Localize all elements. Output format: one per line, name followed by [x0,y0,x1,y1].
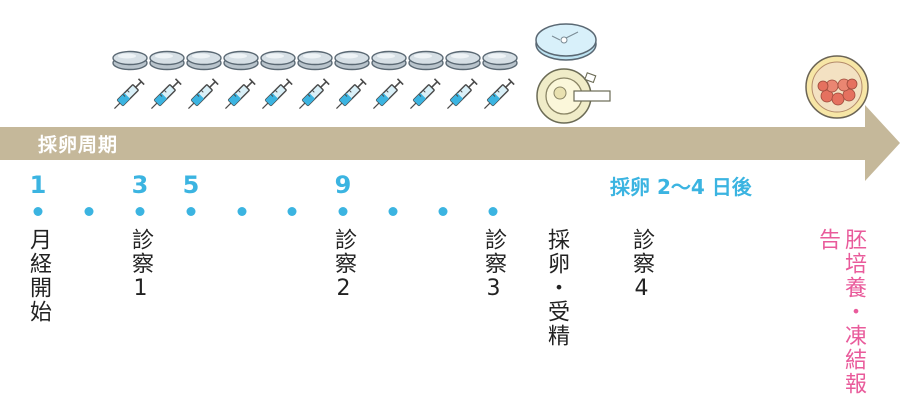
syringe-icon [443,78,478,113]
dish-icon [371,50,407,71]
dish-icon [260,50,296,71]
egg-retrieval-icon [536,68,611,124]
syringe-icon [480,78,515,113]
syringe-icon [147,78,182,113]
event-culture-freeze-report: 胚培養・凍結報告 [815,228,866,396]
dish-row [112,50,518,71]
dish-icon [112,50,148,71]
event-retrieval-fertilization: 採卵・受精 [544,228,569,348]
schedule-dot [135,207,145,216]
dish-icon [223,50,259,71]
timeline-arrow-band [0,105,900,181]
schedule-dot [287,207,297,216]
syringe-icon [406,78,441,113]
event-exam-4: 診察4 [629,228,654,303]
dish-icon [408,50,444,71]
schedule-dot [33,207,43,216]
event-exam-2: 診察2 [331,228,356,303]
syringe-icon [110,78,145,113]
dish-icon [186,50,222,71]
syringe-row [110,78,515,113]
day-number: 3 [131,171,149,199]
days-after-retrieval-label: 採卵 2〜4 日後 [610,175,752,199]
syringe-icon [184,78,219,113]
event-exam-1: 診察1 [128,228,153,303]
syringe-icon [332,78,367,113]
schedule-dot [388,207,398,216]
petri-dish-icon [535,23,597,61]
dish-icon [149,50,185,71]
syringe-icon [221,78,256,113]
schedule-dot [338,207,348,216]
event-exam-3: 診察3 [481,228,506,303]
schedule-dot [438,207,448,216]
dish-icon [482,50,518,71]
schedule-dot [186,207,196,216]
schedule-dot [488,207,498,216]
schedule-dot [237,207,247,216]
day-number: 1 [29,171,47,199]
schedule-dot [84,207,94,216]
dish-icon [334,50,370,71]
syringe-icon [369,78,404,113]
syringe-icon [258,78,293,113]
dish-icon [297,50,333,71]
event-menstruation-start: 月経開始 [26,228,51,324]
day-number: 5 [182,171,200,199]
cycle-label: 採卵周期 [38,134,119,156]
syringe-icon [295,78,330,113]
day-number: 9 [334,171,352,199]
dish-icon [445,50,481,71]
embryo-icon [805,55,869,119]
